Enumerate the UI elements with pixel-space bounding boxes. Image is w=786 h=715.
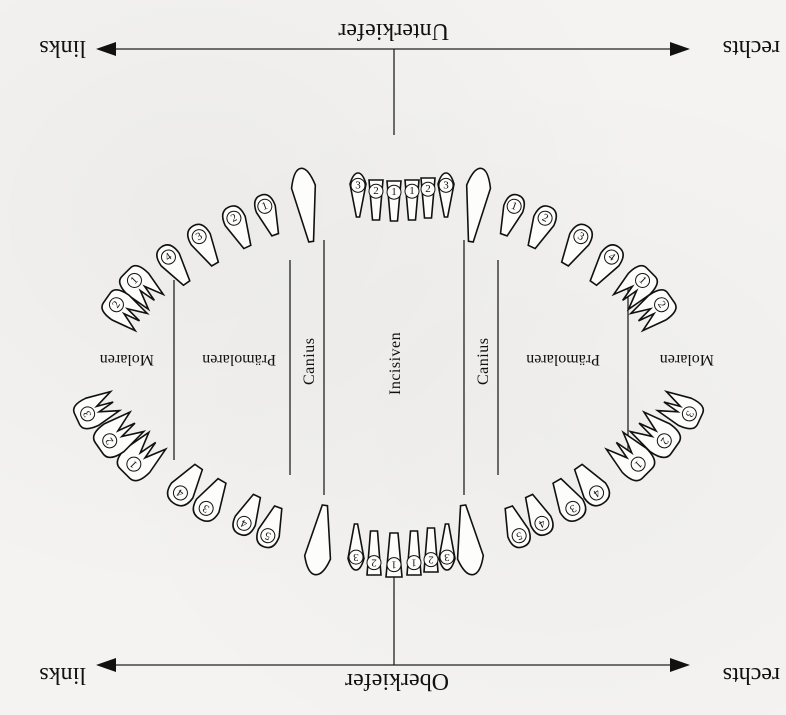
lower-jaw-label: Unterkiefer — [338, 19, 449, 43]
arrow-left-icon — [670, 42, 690, 56]
molars-label-right: Molaren — [660, 351, 714, 367]
upper-incisor-right-1: 1 — [407, 531, 421, 575]
tooth-number: 3 — [443, 179, 449, 191]
lower-premolar-left-3: 3 — [183, 220, 224, 269]
tooth-number: 2 — [373, 185, 379, 197]
lower-canine-right-outline — [459, 167, 493, 244]
upper-canine-right-outline — [450, 504, 485, 577]
lower-premolar-right-4: 4 — [584, 241, 627, 290]
lower-incisor-right-1: 1 — [405, 180, 419, 220]
upper-incisor-left-1: 1 — [386, 533, 402, 577]
tooth-number: 2 — [425, 183, 431, 195]
right-label-upper: rechts — [723, 663, 780, 687]
canine-label-right: Canius — [476, 338, 492, 385]
tooth-number: 1 — [391, 186, 397, 198]
lower-jaw-axis — [96, 42, 690, 135]
incisors-label: Incisiven — [388, 332, 404, 395]
lower-canine-right: 3 — [438, 173, 454, 217]
tooth-number: 3 — [355, 179, 361, 191]
arrow-left-icon — [670, 658, 690, 672]
left-label-lower: links — [39, 36, 86, 60]
lower-premolar-right-1: 1 — [494, 192, 527, 238]
lower-incisor-left-1: 1 — [387, 181, 401, 221]
premolars-label-left: Prämolaren — [202, 351, 276, 367]
arrow-right-icon — [96, 658, 116, 672]
tooth-number: 2 — [428, 554, 434, 566]
upper-canine-left-outline — [302, 504, 337, 577]
lower-premolar-left-2: 2 — [219, 202, 258, 251]
lower-premolar-right-3: 3 — [555, 220, 596, 269]
tooth-number: 1 — [391, 559, 397, 571]
upper-incisor-left-2: 2 — [367, 531, 381, 575]
lower-premolar-left-1: 1 — [251, 192, 284, 238]
lower-incisor-left-2: 2 — [369, 180, 383, 220]
canine-label-left: Canius — [302, 338, 318, 385]
upper-jaw-label: Oberkiefer — [345, 669, 449, 693]
lower-incisor-right-2: 2 — [421, 178, 435, 218]
tooth-number: 3 — [444, 551, 450, 563]
tooth-number: 1 — [411, 557, 417, 569]
left-label-upper: links — [39, 663, 86, 687]
molars-label-left: Molaren — [100, 351, 154, 367]
tooth-number: 2 — [371, 557, 377, 569]
upper-canine-right: 3 — [439, 524, 455, 570]
premolars-label-right: Prämolaren — [526, 351, 600, 367]
upper-canine-left: 3 — [348, 524, 364, 570]
upper-incisor-right-2: 2 — [424, 528, 438, 572]
tooth-number: 1 — [409, 185, 415, 197]
tooth-number: 3 — [353, 551, 359, 563]
lower-premolar-right-2: 2 — [522, 202, 561, 251]
lower-canine-left: 3 — [350, 173, 366, 217]
arrow-right-icon — [96, 42, 116, 56]
lower-canine-left-outline — [289, 167, 323, 244]
right-label-lower: rechts — [723, 36, 780, 60]
upper-jaw-axis — [96, 575, 690, 672]
